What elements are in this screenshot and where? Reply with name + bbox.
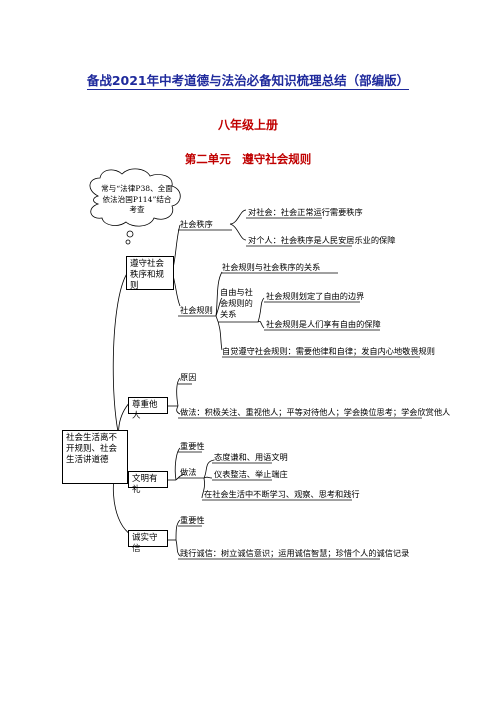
leaf-honesty-practice: 践行诚信：树立诚信意识；运用诚信智慧；珍惜个人的诚信记录 — [180, 548, 410, 558]
grade-heading: 八年级上册 — [217, 118, 278, 132]
leaf-civility-appearance: 仪表整洁、举止端庄 — [214, 469, 288, 479]
document-title: 备战2021年中考道德与法治必备知识梳理总结（部编版） — [86, 73, 410, 90]
leaf-honesty-importance: 重要性 — [180, 515, 205, 525]
branch-rules-order: 遵守社会秩序和规则 — [126, 256, 174, 291]
leaf-order-society: 对社会：社会正常运行需要秩序 — [248, 207, 363, 217]
leaf-civility-method: 做法 — [180, 467, 197, 477]
branch-civility: 文明有礼 — [128, 471, 168, 495]
leaf-civility-practice: 在社会生活中不断学习、观察、思考和践行 — [204, 489, 360, 499]
leaf-respect-method: 做法：积极关注、重视他人；平等对待他人；学会换位思考；学会欣赏他人 — [180, 407, 451, 417]
leaf-freedom-rules-relation: 自由与社会规则的关系 — [220, 287, 253, 319]
leaf-respect-reason: 原因 — [180, 372, 197, 382]
unit-heading: 第二单元 遵守社会规则 — [184, 152, 312, 166]
leaf-rules-boundary: 社会规则划定了自由的边界 — [266, 291, 365, 301]
branch-honesty: 诚实守信 — [128, 530, 168, 554]
leaf-order-individual: 对个人：社会秩序是人民安居乐业的保障 — [248, 235, 396, 245]
root-node: 社会生活离不开规则、社会生活讲道德 — [62, 430, 128, 484]
leaf-obey-rules: 自觉遵守社会规则：需要他律和自律；发自内心地敬畏规则 — [222, 346, 435, 356]
leaf-civility-importance: 重要性 — [180, 441, 205, 451]
node-social-rules: 社会规则 — [180, 305, 213, 315]
branch-respect: 尊重他人 — [128, 397, 168, 421]
note-text: 常与“法律P38、全面依法治国P114”结合考查 — [101, 184, 173, 214]
leaf-civility-attitude: 态度谦和、用语文明 — [214, 452, 288, 462]
leaf-rules-order-relation: 社会规则与社会秩序的关系 — [222, 262, 321, 272]
node-social-order: 社会秩序 — [180, 219, 213, 229]
note-cloud — [89, 168, 181, 227]
leaf-rules-guarantee: 社会规则是人们享有自由的保障 — [266, 319, 381, 329]
